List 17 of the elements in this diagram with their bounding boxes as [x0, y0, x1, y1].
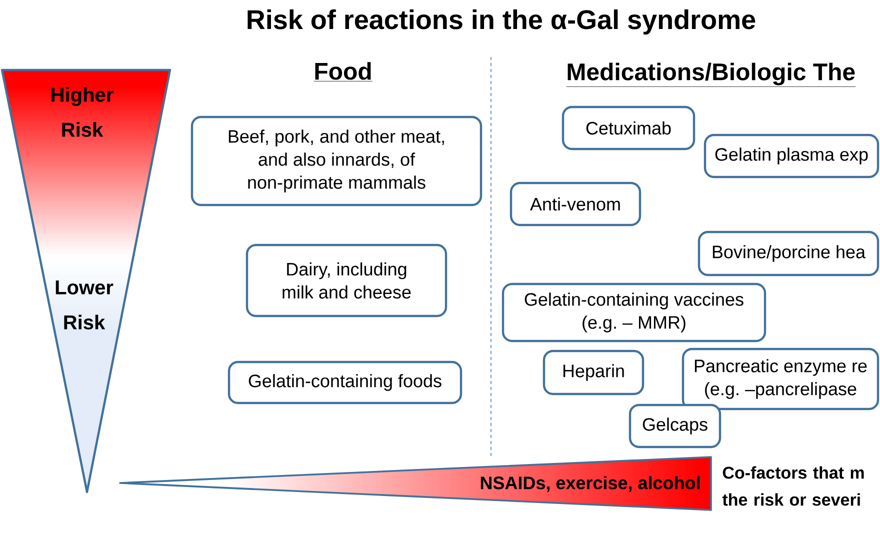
rounded-box: Cetuximab [562, 106, 696, 150]
rounded-box: Dairy, including milk and cheese [246, 244, 448, 318]
rounded-box: Gelatin-containing vaccines (e.g. – MMR) [502, 282, 766, 342]
column-heading: Food [313, 62, 373, 82]
side-note: Co-factors that m the risk or severi [722, 466, 864, 506]
cofactor-wedge: NSAIDs, exercise, alcohol [119, 456, 712, 511]
column-heading: Medications/Biologic The [566, 62, 856, 87]
rounded-box: Gelatin plasma exp [704, 134, 880, 178]
rounded-box: Gelatin-containing foods [228, 360, 462, 404]
rounded-box: Anti-venom [510, 182, 642, 226]
rounded-box: Pancreatic enzyme re (e.g. –pancrelipase [682, 348, 880, 410]
risk-triangle: Higher Risk Lower Risk [0, 68, 172, 494]
title: Risk of reactions in the α-Gal syndrome [248, 9, 756, 35]
rounded-box: Gelcaps [628, 404, 722, 448]
rounded-box: Heparin [542, 350, 644, 396]
rounded-box: Bovine/porcine hea [698, 230, 880, 276]
rounded-box: Beef, pork, and other meat, and also innards, of non-primate mammals [190, 116, 482, 206]
